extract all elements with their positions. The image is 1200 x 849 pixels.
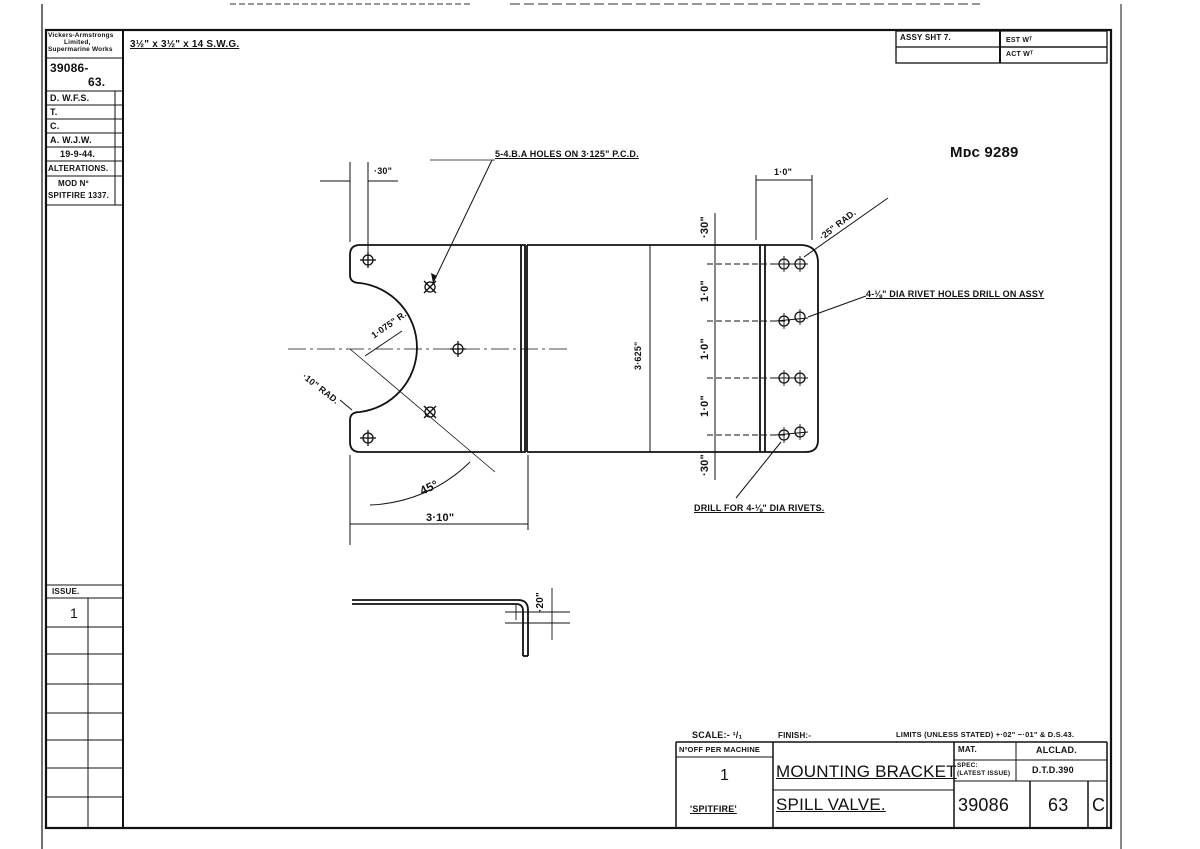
drawing-title-2: SPILL VALVE. <box>776 795 886 814</box>
stock-size: 3½" x 3½" x 14 S.W.G. <box>130 39 240 50</box>
issue-value: 1 <box>70 605 78 621</box>
left-drawing-no-1: 39086- <box>50 61 89 75</box>
alterations-label: ALTERATIONS. <box>48 164 109 173</box>
machine-label: 'SPITFIRE' <box>690 804 737 814</box>
drawing-number: 39086 <box>958 795 1010 815</box>
sheet-border <box>44 28 1113 830</box>
no-off-label: NºOFF PER MACHINE <box>679 745 761 754</box>
dim-30-left-top: ·30" <box>699 216 711 238</box>
flange-hole-crosses <box>775 256 809 443</box>
dim-30-top-lines <box>320 162 398 252</box>
draughtsman: D. W.F.S. <box>50 93 90 103</box>
holes-note-leader <box>432 159 493 284</box>
drill-note: DRILL FOR 4-⅛" DIA RIVETS. <box>694 503 825 513</box>
company-line-1: Vickers-Armstrongs <box>48 32 114 39</box>
spec-value: D.T.D.390 <box>1032 765 1074 775</box>
rivet-holes-note: 4-⅛" DIA RIVET HOLES DRILL ON ASSY <box>866 289 1045 299</box>
checker: C. <box>50 121 60 131</box>
holes-note: 5-4.B.A HOLES ON 3·125" P.C.D. <box>495 149 639 159</box>
approval-date: 19-9-44. <box>60 149 96 159</box>
limits-label: LIMITS (UNLESS STATED) +·02" −·01" & D.S… <box>896 730 1075 739</box>
company-line-3: Supermarine Works <box>48 46 113 53</box>
angle-dim-lines <box>349 455 529 545</box>
finish-label: FINISH:- <box>778 731 812 740</box>
plan-view-outline <box>349 244 819 453</box>
sheet-number: 63 <box>1048 795 1069 815</box>
material-value: ALCLAD. <box>1036 745 1077 755</box>
mod-no-label: MOD Nº <box>58 179 89 188</box>
assy-sheet: ASSY SHT 7. <box>900 33 951 42</box>
dim-10-c: 1·0" <box>699 395 711 417</box>
scale-label: SCALE:- ¹/₁ <box>692 730 743 740</box>
company-line-2: Limited, <box>64 39 91 46</box>
no-off-value: 1 <box>720 767 730 784</box>
est-weight-label: EST Wᵀ <box>1006 37 1033 44</box>
weight-box <box>895 30 1108 64</box>
plan-holes <box>360 252 466 446</box>
dim-10-a: 1·0" <box>699 280 711 302</box>
section-view <box>352 599 529 657</box>
dim-3625: 3·625" <box>633 341 643 371</box>
mac-reference: Mᴅᴄ 9289 <box>950 144 1019 161</box>
issue-letter: C <box>1092 795 1106 815</box>
dim-10-top: 1·0" <box>774 167 793 177</box>
section-dim-lines <box>505 588 570 640</box>
spec-label-2: (LATEST ISSUE) <box>957 770 1011 777</box>
spitfire-mod: SPITFIRE 1337. <box>48 191 110 200</box>
spec-label-1: SPEC: <box>957 762 978 769</box>
flange-rivet-holes <box>778 258 806 441</box>
dim-30-top: ·30" <box>374 166 393 176</box>
drawing-title-1: MOUNTING BRACKET <box>776 762 957 781</box>
centre-lines <box>288 159 568 473</box>
material-label: MAT. <box>958 745 977 754</box>
left-panel-rows <box>46 57 123 828</box>
dim-10-b: 1·0" <box>699 338 711 360</box>
issue-label: ISSUE. <box>52 587 80 596</box>
dim-20: ·20" <box>535 592 546 612</box>
dim-310: 3·10" <box>426 512 455 524</box>
flange-dim-lines <box>707 175 813 480</box>
act-weight-label: ACT Wᵀ <box>1006 51 1034 58</box>
left-drawing-no-2: 63. <box>88 75 106 89</box>
tracer: T. <box>50 107 58 117</box>
title-block-lines <box>675 741 1108 828</box>
dim-30-left-bottom: ·30" <box>699 454 711 476</box>
approver: A. W.J.W. <box>50 135 92 145</box>
